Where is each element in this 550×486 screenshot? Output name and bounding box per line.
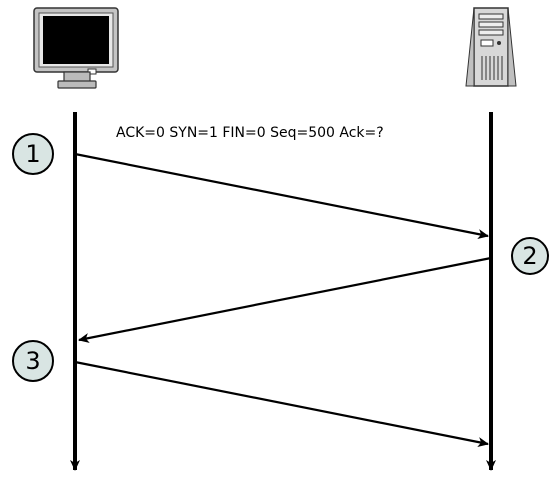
server-tower-icon [465,7,517,87]
message-arrow-2 [78,256,492,343]
message-arrow-3 [74,360,489,447]
message-label-1: ACK=0 SYN=1 FIN=0 Seq=500 Ack=? [116,125,384,141]
computer-monitor-icon [33,7,119,89]
step-number-1: 1 [25,140,40,168]
step-marker-1: 1 [12,133,54,175]
message-arrow-1 [74,152,489,239]
step-marker-2: 2 [511,237,549,275]
step-number-2: 2 [522,242,537,270]
step-marker-3: 3 [12,340,54,382]
step-number-3: 3 [25,347,40,375]
